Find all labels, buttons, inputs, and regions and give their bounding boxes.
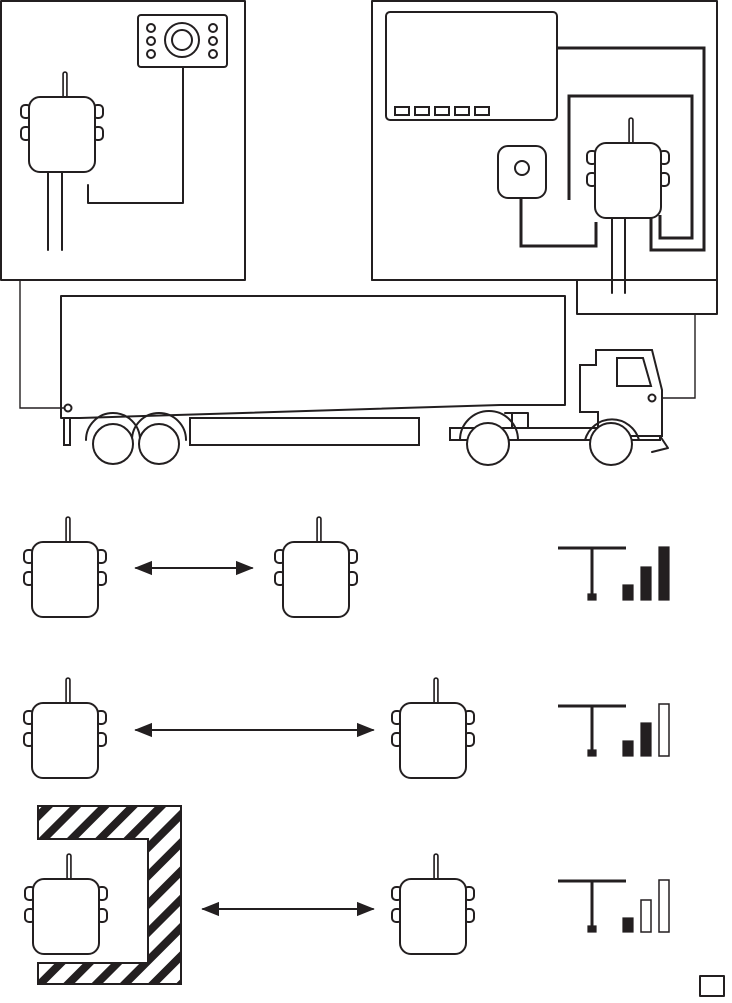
wireless-module-icon [24,680,106,778]
wireless-module-icon [24,519,106,617]
cab-module-marker [649,395,656,402]
longer-distance-link-row [24,680,669,778]
cab-monitor-panel [372,1,717,314]
trailer-module-marker [65,405,72,412]
wireless-module-icon [392,680,474,778]
antenna-icon [558,548,626,600]
wireless-module-icon [275,519,357,617]
signal-strength-icon [623,704,669,756]
signal-strength-icon [623,880,669,932]
clear-link-row [24,519,669,617]
trailer-body [61,296,565,418]
signal-strength-icon [623,547,669,600]
wireless-module-icon [392,856,474,954]
trailer-wheels [86,413,186,464]
wireless-module-icon [587,120,669,218]
wireless-module-icon [21,74,103,172]
truck-trailer-illustration [20,280,695,465]
camera-icon [138,15,227,67]
page-marker-box [700,976,724,996]
side-skirt [190,418,419,445]
tractor-cab [450,350,668,465]
microphone-cable [521,198,596,246]
obstructed-link-row [25,806,669,984]
landing-leg [64,418,70,445]
wireless-module-icon [25,856,107,954]
antenna-icon [558,706,626,756]
trailer-camera-panel [1,1,245,280]
monitor-icon [386,12,557,120]
antenna-icon [558,881,626,932]
microphone-icon [498,146,546,198]
